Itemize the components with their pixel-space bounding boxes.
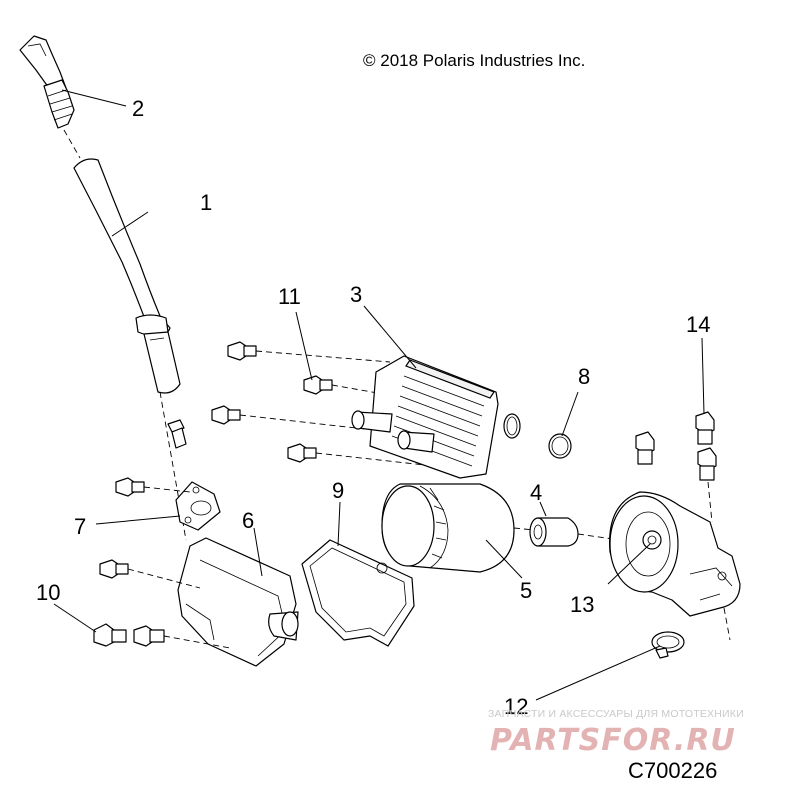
callout-numbers: 1 2 3 4 5 6 7 8 9 10 11 12 13 14 bbox=[36, 96, 710, 719]
filter-housing-cover bbox=[177, 537, 299, 667]
cooler-o-ring bbox=[503, 413, 521, 439]
watermark-tagline: ЗАПЧАСТИ И АКСЕССУАРЫ ДЛЯ МОТОТЕХНИКИ bbox=[488, 708, 744, 720]
watermark-brand: PARTSFOR.RU bbox=[490, 723, 736, 758]
dipstick-handle bbox=[19, 35, 81, 159]
clamp-12 bbox=[651, 631, 685, 659]
gasket-bolt bbox=[115, 477, 191, 497]
drain-bolts bbox=[93, 623, 231, 649]
housing-gasket bbox=[301, 539, 415, 647]
housing-bolts bbox=[99, 559, 201, 589]
adapter-fitting bbox=[529, 517, 621, 547]
leader-lines bbox=[53, 89, 705, 701]
cooler-bolts bbox=[211, 341, 471, 471]
callout-12: 12 bbox=[504, 694, 528, 719]
base-bolts bbox=[635, 411, 731, 641]
callout-10: 10 bbox=[36, 580, 60, 605]
callout-14: 14 bbox=[686, 312, 710, 337]
tube-bolt bbox=[167, 419, 187, 449]
callout-6: 6 bbox=[242, 508, 254, 533]
callout-1: 1 bbox=[200, 190, 212, 215]
callout-8: 8 bbox=[578, 364, 590, 389]
callout-11: 11 bbox=[278, 284, 301, 309]
callout-4: 4 bbox=[530, 480, 542, 505]
callout-2: 2 bbox=[132, 96, 144, 121]
callout-3: 3 bbox=[350, 282, 362, 307]
oil-cooler bbox=[351, 355, 499, 479]
copyright-text: © 2018 Polaris Industries Inc. bbox=[363, 51, 585, 70]
oil-filter-base bbox=[608, 491, 741, 617]
callout-5: 5 bbox=[520, 578, 532, 603]
callout-13: 13 bbox=[570, 592, 594, 617]
callout-9: 9 bbox=[332, 478, 344, 503]
oil-filter bbox=[381, 483, 535, 573]
dipstick-tube bbox=[73, 158, 187, 541]
gasket-7 bbox=[175, 481, 221, 531]
diagram-code: C700226 bbox=[628, 758, 717, 783]
callout-7: 7 bbox=[74, 514, 86, 539]
o-ring-8 bbox=[548, 433, 572, 459]
watermark: ЗАПЧАСТИ И АКСЕССУАРЫ ДЛЯ МОТОТЕХНИКИ PA… bbox=[488, 708, 744, 758]
